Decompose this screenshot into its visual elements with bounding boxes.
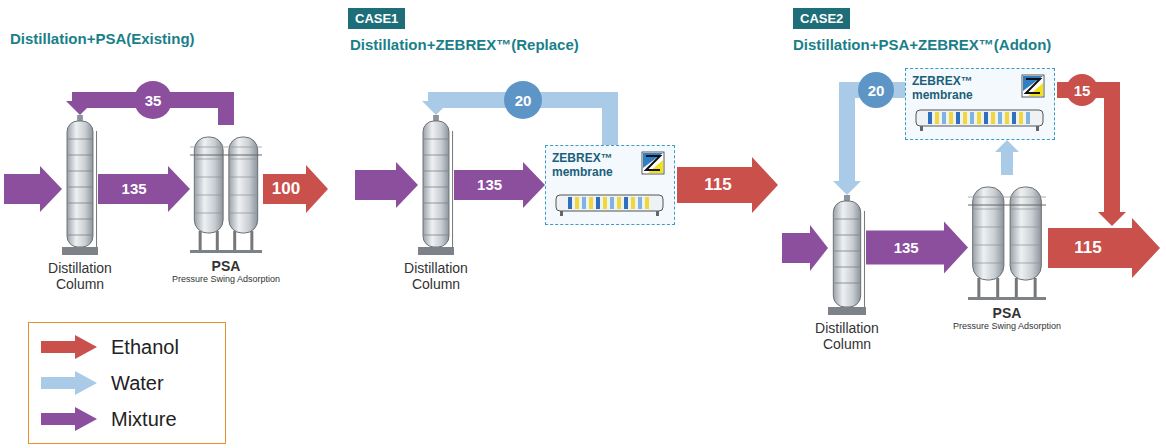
arrow-head (66, 101, 94, 115)
psa-node: PSAPressure Swing Adsorption (190, 125, 262, 253)
badge-node: CASE1 (348, 8, 405, 29)
flow-connector (454, 162, 545, 208)
equipment-caption: PSAPressure Swing Adsorption (951, 305, 1063, 332)
arrow-head (306, 165, 328, 213)
equipment-name: ZEBREX™ membrane (552, 151, 626, 179)
equipment-subtitle: Pressure Swing Adsorption (951, 321, 1063, 332)
equipment-name: ZEBREX™ membrane (912, 74, 986, 102)
arrow-head (422, 101, 450, 115)
equipment-caption: Distillation Column (24, 260, 136, 292)
psa-icon (968, 175, 1046, 300)
arrow-head (1098, 212, 1126, 226)
arrow-head (810, 225, 828, 271)
legend-row: Ethanol (39, 333, 179, 361)
column-node: Distillation Column (418, 115, 454, 255)
column-icon (828, 195, 866, 315)
equipment-name: PSA (951, 305, 1063, 321)
flow-rate: 135 (122, 180, 147, 198)
arrow-shaft (1048, 228, 1135, 268)
legend-row: Mixture (39, 405, 177, 433)
arrow-shaft (355, 170, 398, 200)
psa-node: PSAPressure Swing Adsorption (968, 175, 1046, 300)
membrane-caption: ZEBREX™ membrane (552, 151, 626, 180)
flow-rate: 115 (704, 175, 731, 195)
legend-text: Mixture (111, 408, 177, 431)
membrane-node: ZEBREX™ membrane (545, 145, 675, 225)
equipment-name: PSA (170, 258, 282, 274)
panel-title: Distillation+PSA+ZEBREX™(Addon) (793, 36, 1051, 54)
badge-node: CASE2 (793, 8, 850, 29)
arrow-head (523, 162, 545, 208)
ethanol-permeate-arrow (1057, 90, 1126, 226)
column-node: Distillation Column (828, 195, 866, 315)
edge-layer (66, 90, 1019, 274)
flow-rate-bubble: 20 (858, 72, 894, 108)
arrow-head (833, 181, 861, 195)
membrane-node: ZEBREX™ membrane (905, 68, 1055, 140)
psa-icon (190, 125, 262, 253)
flow-connector (866, 222, 968, 274)
column-icon (62, 115, 98, 255)
equipment-name: Distillation Column (380, 260, 492, 292)
equipment-subtitle: Pressure Swing Adsorption (170, 274, 282, 285)
legend-text: Water (111, 372, 164, 395)
arrow-head (995, 140, 1019, 152)
panel-title: Distillation+ZEBREX™(Replace) (350, 36, 579, 54)
feed-arrow (4, 166, 62, 212)
flow-connector (995, 140, 1019, 175)
legend-row: Water (39, 369, 164, 397)
arrow-shaft (1057, 90, 1112, 213)
arrow-head (1132, 218, 1160, 278)
arrow-shaft (263, 174, 308, 204)
feed-arrow (782, 225, 828, 271)
product-arrow (263, 165, 328, 213)
arrow-shaft (4, 174, 42, 204)
legend-text: Ethanol (111, 336, 179, 359)
equipment-name: Distillation Column (24, 260, 136, 292)
legend-swatch (39, 334, 99, 360)
flow-rate-bubble: 20 (504, 81, 542, 119)
column-node: Distillation Column (62, 115, 98, 255)
legend-box: EthanolWaterMixture (28, 322, 226, 444)
flow-rate-bubble: 35 (134, 81, 172, 119)
arrow-head (944, 222, 968, 274)
feed-arrow (355, 162, 418, 208)
arrow-shaft (782, 233, 812, 263)
case-badge-text: CASE2 (800, 10, 843, 27)
equipment-caption: PSAPressure Swing Adsorption (170, 258, 282, 285)
arrow-shaft (1001, 151, 1013, 175)
arrow-head (40, 166, 62, 212)
arrow-shaft (677, 167, 755, 203)
arrow-shaft (454, 170, 525, 200)
arrow-head (168, 166, 190, 212)
flow-rate: 135 (477, 176, 502, 194)
flow-rate: 115 (1074, 238, 1101, 258)
legend-swatch (39, 406, 99, 432)
flow-rate: 135 (894, 239, 919, 257)
panel-title: Distillation+PSA(Existing) (10, 30, 195, 48)
arrow-shaft (866, 231, 946, 265)
equipment-caption: Distillation Column (380, 260, 492, 292)
product-arrow (1048, 218, 1160, 278)
arrow-head (396, 162, 418, 208)
flow-connector (98, 166, 190, 212)
flow-rate: 15 (1066, 74, 1098, 106)
equipment-name: Distillation Column (791, 320, 903, 352)
product-arrow (677, 157, 778, 213)
legend-swatch (39, 370, 99, 396)
flow-rate: 100 (272, 179, 300, 199)
membrane-caption: ZEBREX™ membrane (912, 74, 986, 103)
case-badge-text: CASE1 (355, 10, 398, 27)
equipment-caption: Distillation Column (791, 320, 903, 352)
arrow-shaft (98, 174, 170, 204)
column-icon (418, 115, 454, 255)
arrow-head (752, 157, 778, 213)
